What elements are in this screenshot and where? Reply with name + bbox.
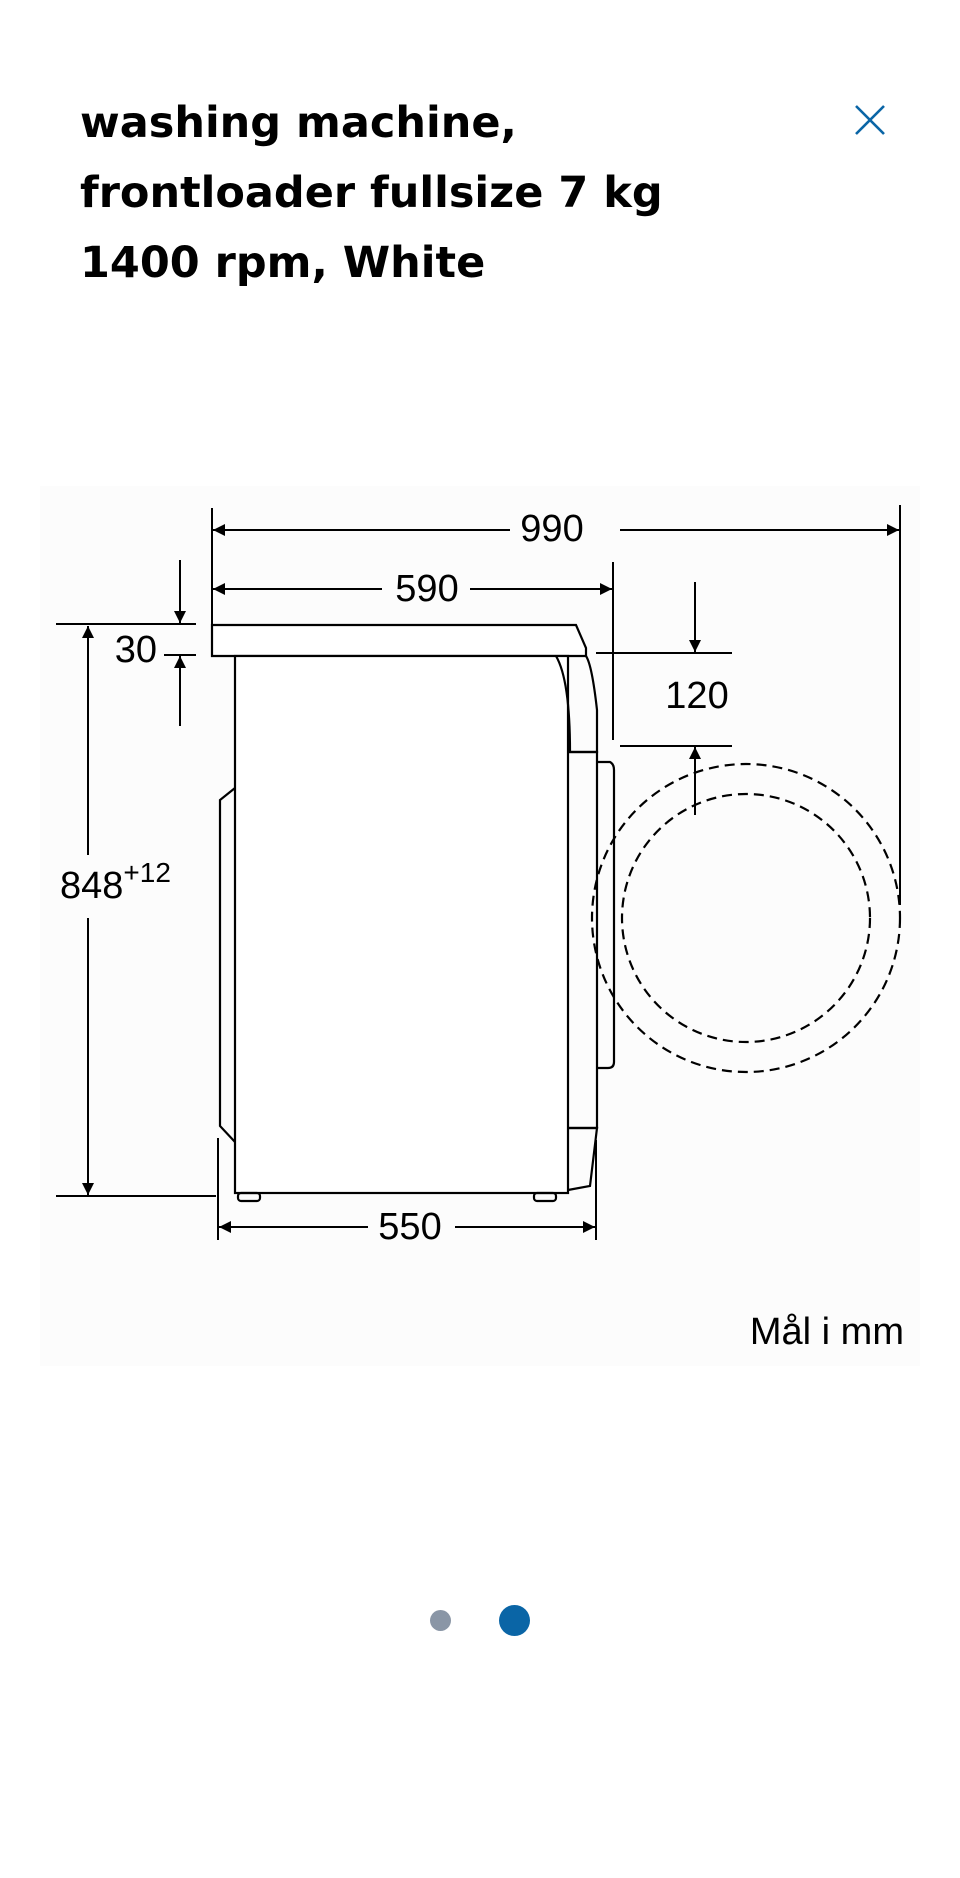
dim-label-width: 550 bbox=[378, 1206, 441, 1248]
carousel-dot-2[interactable] bbox=[499, 1604, 530, 1636]
dimension-lines bbox=[56, 505, 901, 1240]
title-line-2: frontloader fullsize 7 kg bbox=[80, 168, 663, 218]
page-title: washing machine, frontloader fullsize 7 … bbox=[80, 88, 780, 298]
product-image[interactable]: 990 590 30 120 848+12 550 Mål i mm bbox=[40, 486, 920, 1366]
close-button[interactable] bbox=[846, 96, 894, 144]
machine-outline bbox=[210, 623, 616, 1203]
title-line-1: washing machine, bbox=[80, 98, 517, 148]
dim-label-height: 848+12 bbox=[60, 857, 171, 907]
carousel-pagination bbox=[0, 1600, 960, 1640]
unit-note: Mål i mm bbox=[750, 1311, 904, 1353]
title-line-3: 1400 rpm, White bbox=[80, 238, 486, 288]
dim-label-door-gap: 120 bbox=[665, 675, 728, 717]
door-swing bbox=[590, 762, 902, 1074]
dimension-labels: 990 590 30 120 848+12 550 Mål i mm bbox=[60, 508, 904, 1353]
carousel-dot-1[interactable] bbox=[430, 1609, 451, 1631]
dim-label-depth: 590 bbox=[395, 568, 458, 610]
dim-label-top-thickness: 30 bbox=[115, 629, 157, 671]
close-icon bbox=[855, 105, 885, 135]
dimension-drawing: 990 590 30 120 848+12 550 Mål i mm bbox=[56, 505, 904, 1353]
dim-label-height-tolerance: +12 bbox=[123, 857, 171, 888]
dim-label-overall-depth: 990 bbox=[520, 508, 583, 550]
